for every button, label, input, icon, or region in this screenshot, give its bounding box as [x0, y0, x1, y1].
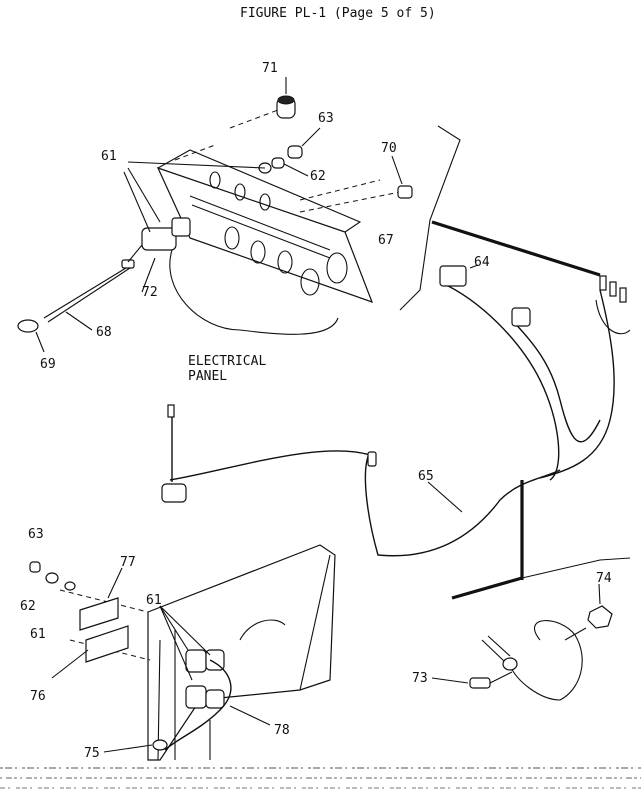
callout-77: 77	[120, 555, 136, 570]
callout-68: 68	[96, 325, 112, 340]
callout-61-switch: 61	[146, 593, 162, 608]
clip-70	[391, 155, 413, 199]
callout-63-top: 63	[318, 111, 334, 126]
callout-70: 70	[381, 141, 397, 156]
callout-76: 76	[30, 689, 46, 704]
electrical-panel-label-line1: ELECTRICAL	[188, 354, 266, 369]
callout-67: 67	[378, 233, 394, 248]
callout-78: 78	[274, 723, 290, 738]
switch-cord-assembly	[17, 161, 266, 353]
bushing-71	[276, 77, 296, 119]
nut-washer-stack-bottom	[29, 561, 76, 591]
plates-76-77	[51, 567, 129, 679]
lower-right-bracket	[431, 583, 613, 701]
scan-noise-band	[0, 767, 641, 789]
callout-64: 64	[474, 255, 490, 270]
callout-71: 71	[262, 61, 278, 76]
figure-title: FIGURE PL-1 (Page 5 of 5)	[240, 6, 436, 21]
callout-69: 69	[40, 357, 56, 372]
callout-73: 73	[412, 671, 428, 686]
frame-break-lines	[399, 125, 631, 600]
connector-64	[439, 264, 531, 327]
callout-65: 65	[418, 469, 434, 484]
callout-62-bottom: 62	[20, 599, 36, 614]
callout-72: 72	[142, 285, 158, 300]
wire-harness-65	[161, 281, 615, 557]
callout-61-top: 61	[101, 149, 117, 164]
electrical-panel-label-line2: PANEL	[188, 369, 227, 384]
callout-62-top: 62	[310, 169, 326, 184]
electrical-panel-67	[156, 109, 401, 335]
callout-61-bottom: 61	[30, 627, 46, 642]
terminal-cluster	[595, 275, 631, 335]
callout-74: 74	[596, 571, 612, 586]
callout-75: 75	[84, 746, 100, 761]
switch-block-78	[103, 605, 271, 753]
callout-63-bottom: 63	[28, 527, 44, 542]
